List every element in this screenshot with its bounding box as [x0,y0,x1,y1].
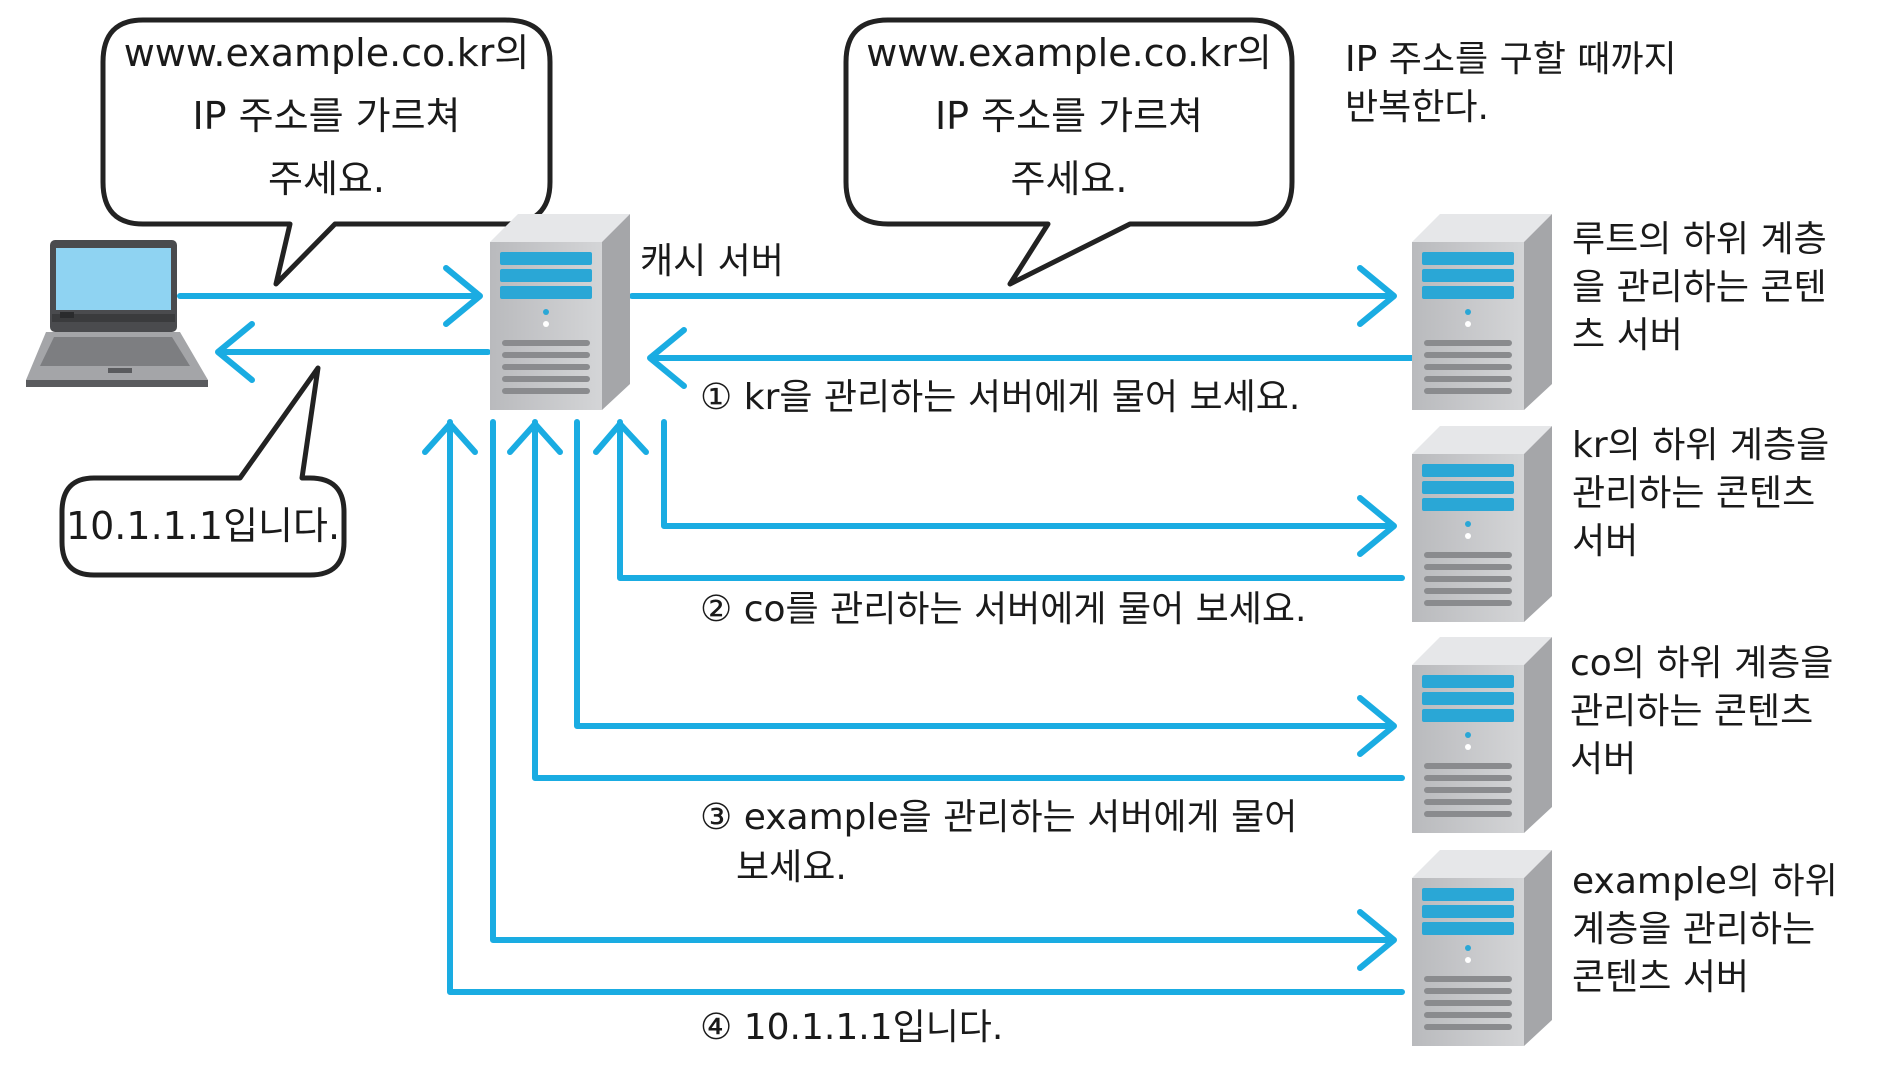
repeat-note-line2: 반복한다. [1345,87,1489,128]
client-query-line1: www.example.co.kr의 [123,31,530,75]
example-server-label: example의 하위 계층을 관리하는 콘텐츠 서버 [1572,858,1838,1002]
co-server-label-line2: 관리하는 콘텐츠 [1570,691,1814,732]
answer-text: 10.1.1.1입니다. [65,504,341,548]
client-query-line2: IP 주소를 가르쳐 [192,94,461,138]
root-content-server-icon [1412,214,1552,410]
example-server-label-line2: 계층을 관리하는 [1572,909,1816,950]
co-server-label: co의 하위 계층을 관리하는 콘텐츠 서버 [1570,640,1833,784]
speech-bubble-cache-query [843,17,1295,287]
example-content-server-icon [1412,850,1552,1046]
kr-server-label-line2: 관리하는 콘텐츠 [1572,473,1816,514]
speech-bubble-answer [59,365,347,578]
speech-bubble-client-query [100,17,553,287]
cache-query-line3: 주세요. [1010,157,1128,201]
cache-query-line2: IP 주소를 가르쳐 [934,94,1204,138]
co-server-label-line1: co의 하위 계층을 [1570,643,1834,684]
root-server-label-line3: 츠 서버 [1572,315,1683,356]
kr-server-label-line1: kr의 하위 계층을 [1572,425,1830,466]
kr-server-label: kr의 하위 계층을 관리하는 콘텐츠 서버 [1572,422,1829,566]
example-server-label-line3: 콘텐츠 서버 [1572,957,1750,998]
cache-query-line1: www.example.co.kr의 [866,31,1272,75]
repeat-note-line1: IP 주소를 구할 때까지 [1345,39,1677,80]
cache-query-text: www.example.co.kr의 IP 주소를 가르쳐 주세요. [846,22,1292,211]
response-3-label-line2: 보세요. [736,847,847,888]
kr-content-server-icon [1412,426,1552,622]
root-server-label-line2: 을 관리하는 콘텐 [1572,267,1827,308]
co-server-label-line3: 서버 [1570,739,1637,780]
co-content-server-icon [1412,637,1552,833]
example-server-label-line1: example의 하위 [1572,861,1838,902]
root-server-label: 루트의 하위 계층 을 관리하는 콘텐 츠 서버 [1572,216,1827,360]
client-query-line3: 주세요. [268,157,385,201]
arrows [177,265,1415,995]
laptop-icon [26,240,208,387]
cache-server-label: 캐시 서버 [640,241,784,282]
response-3-label-line1: ③ example을 관리하는 서버에게 물어 [700,797,1298,838]
cache-server-icon [490,214,630,410]
kr-server-label-line3: 서버 [1572,521,1639,562]
repeat-note: IP 주소를 구할 때까지 반복한다. [1345,36,1677,132]
response-1-label: ① kr을 관리하는 서버에게 물어 보세요. [700,377,1301,418]
client-query-text: www.example.co.kr의 IP 주소를 가르쳐 주세요. [103,22,550,211]
response-4-label: ④ 10.1.1.1입니다. [700,1007,1004,1048]
response-2-label: ② co를 관리하는 서버에게 물어 보세요. [700,589,1307,630]
root-server-label-line1: 루트의 하위 계층 [1572,219,1827,260]
